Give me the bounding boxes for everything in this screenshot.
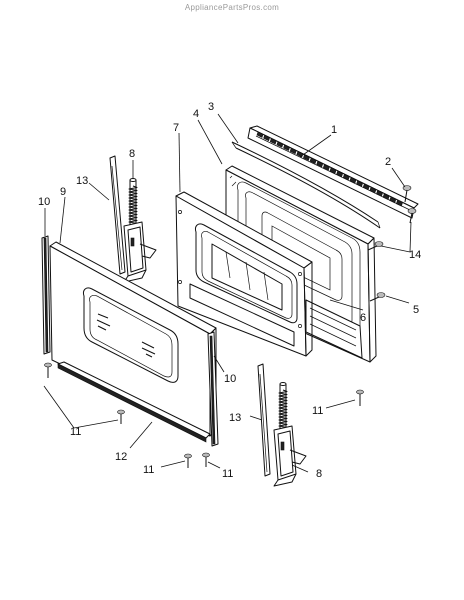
callout-10-right: 10 [224,373,236,385]
part-14-screw-upper [407,208,417,224]
callout-14: 14 [409,249,421,261]
callout-6: 6 [360,312,366,324]
part-11-screw-left [44,362,52,378]
part-8-hinge-lower [273,382,307,487]
trim-vent-slot [376,190,383,197]
hinge-spring [128,185,138,226]
part-10-door-side-trim-left [41,235,51,355]
trim-vent-slot [283,144,290,151]
callout-2: 2 [385,156,391,168]
trim-vent-slot [263,134,271,142]
callout-11-bottom-right: 11 [222,468,233,480]
callout-1: 1 [331,124,337,136]
trim-vent-slot [362,183,370,191]
trim-vent-slot [356,180,363,187]
trim-vent-slot [342,174,350,181]
trim-vent-slot [303,154,310,161]
callout-3: 3 [208,101,214,113]
part-1-door-top-trim [247,125,419,219]
callout-11-right: 11 [312,405,323,417]
trim-vent-slot [389,197,397,204]
part-11-screw-right [356,389,364,406]
trim-vent-slot [322,164,330,171]
part-7-door-liner [175,191,313,357]
trim-vent-slot [316,161,324,168]
part-8-hinge-upper [123,178,157,283]
part-11-screw-bottom-mid [184,453,192,468]
callout-13-upper: 13 [76,175,88,187]
callout-13-lower: 13 [229,412,241,424]
callout-8-upper: 8 [129,148,135,160]
watermark: AppliancePartsPros.com [184,3,280,12]
part-14-screw-lower [367,241,384,251]
trim-vent-slot [329,167,337,174]
trim-vent-slot [382,193,390,200]
part-12-door-bottom-trim [57,361,211,443]
part-11-screw-bottom-left [117,409,125,424]
trim-vent-slot [336,170,344,178]
trim-vent-slot [269,138,277,145]
callout-9: 9 [60,186,66,198]
part-13-hinge-receiver-lower [257,363,271,477]
callout-labels: 1 2 3 4 5 6 7 8 8 9 10 10 11 11 11 11 12… [38,101,421,480]
trim-vent-slot [289,147,297,155]
trim-vent-slot [395,200,403,207]
trim-vent-slot [276,141,284,148]
callout-10-left: 10 [38,196,50,208]
trim-vent-slot [349,177,357,184]
part-6-door-baffle [305,299,363,359]
hinge-spring [278,389,288,430]
part-9-outer-door-glass [49,241,217,437]
callout-12: 12 [115,451,127,463]
part-3-seal-strip [231,141,381,229]
trim-vent-slot [369,187,377,194]
callout-11-left: 11 [70,426,81,438]
callout-7: 7 [173,122,179,134]
part-5-screw [369,292,386,302]
callout-11-mid: 11 [143,464,154,476]
callout-5: 5 [413,304,419,316]
part-11-screw-bottom-right [202,452,210,467]
trim-vent-slot [256,131,264,138]
leader-lines [43,113,412,473]
callout-4: 4 [193,108,199,120]
part-13-hinge-receiver-upper [109,155,126,275]
part-10-door-side-trim-right [207,331,219,447]
trim-vent-slot [309,157,317,164]
callout-8-lower: 8 [316,468,322,480]
